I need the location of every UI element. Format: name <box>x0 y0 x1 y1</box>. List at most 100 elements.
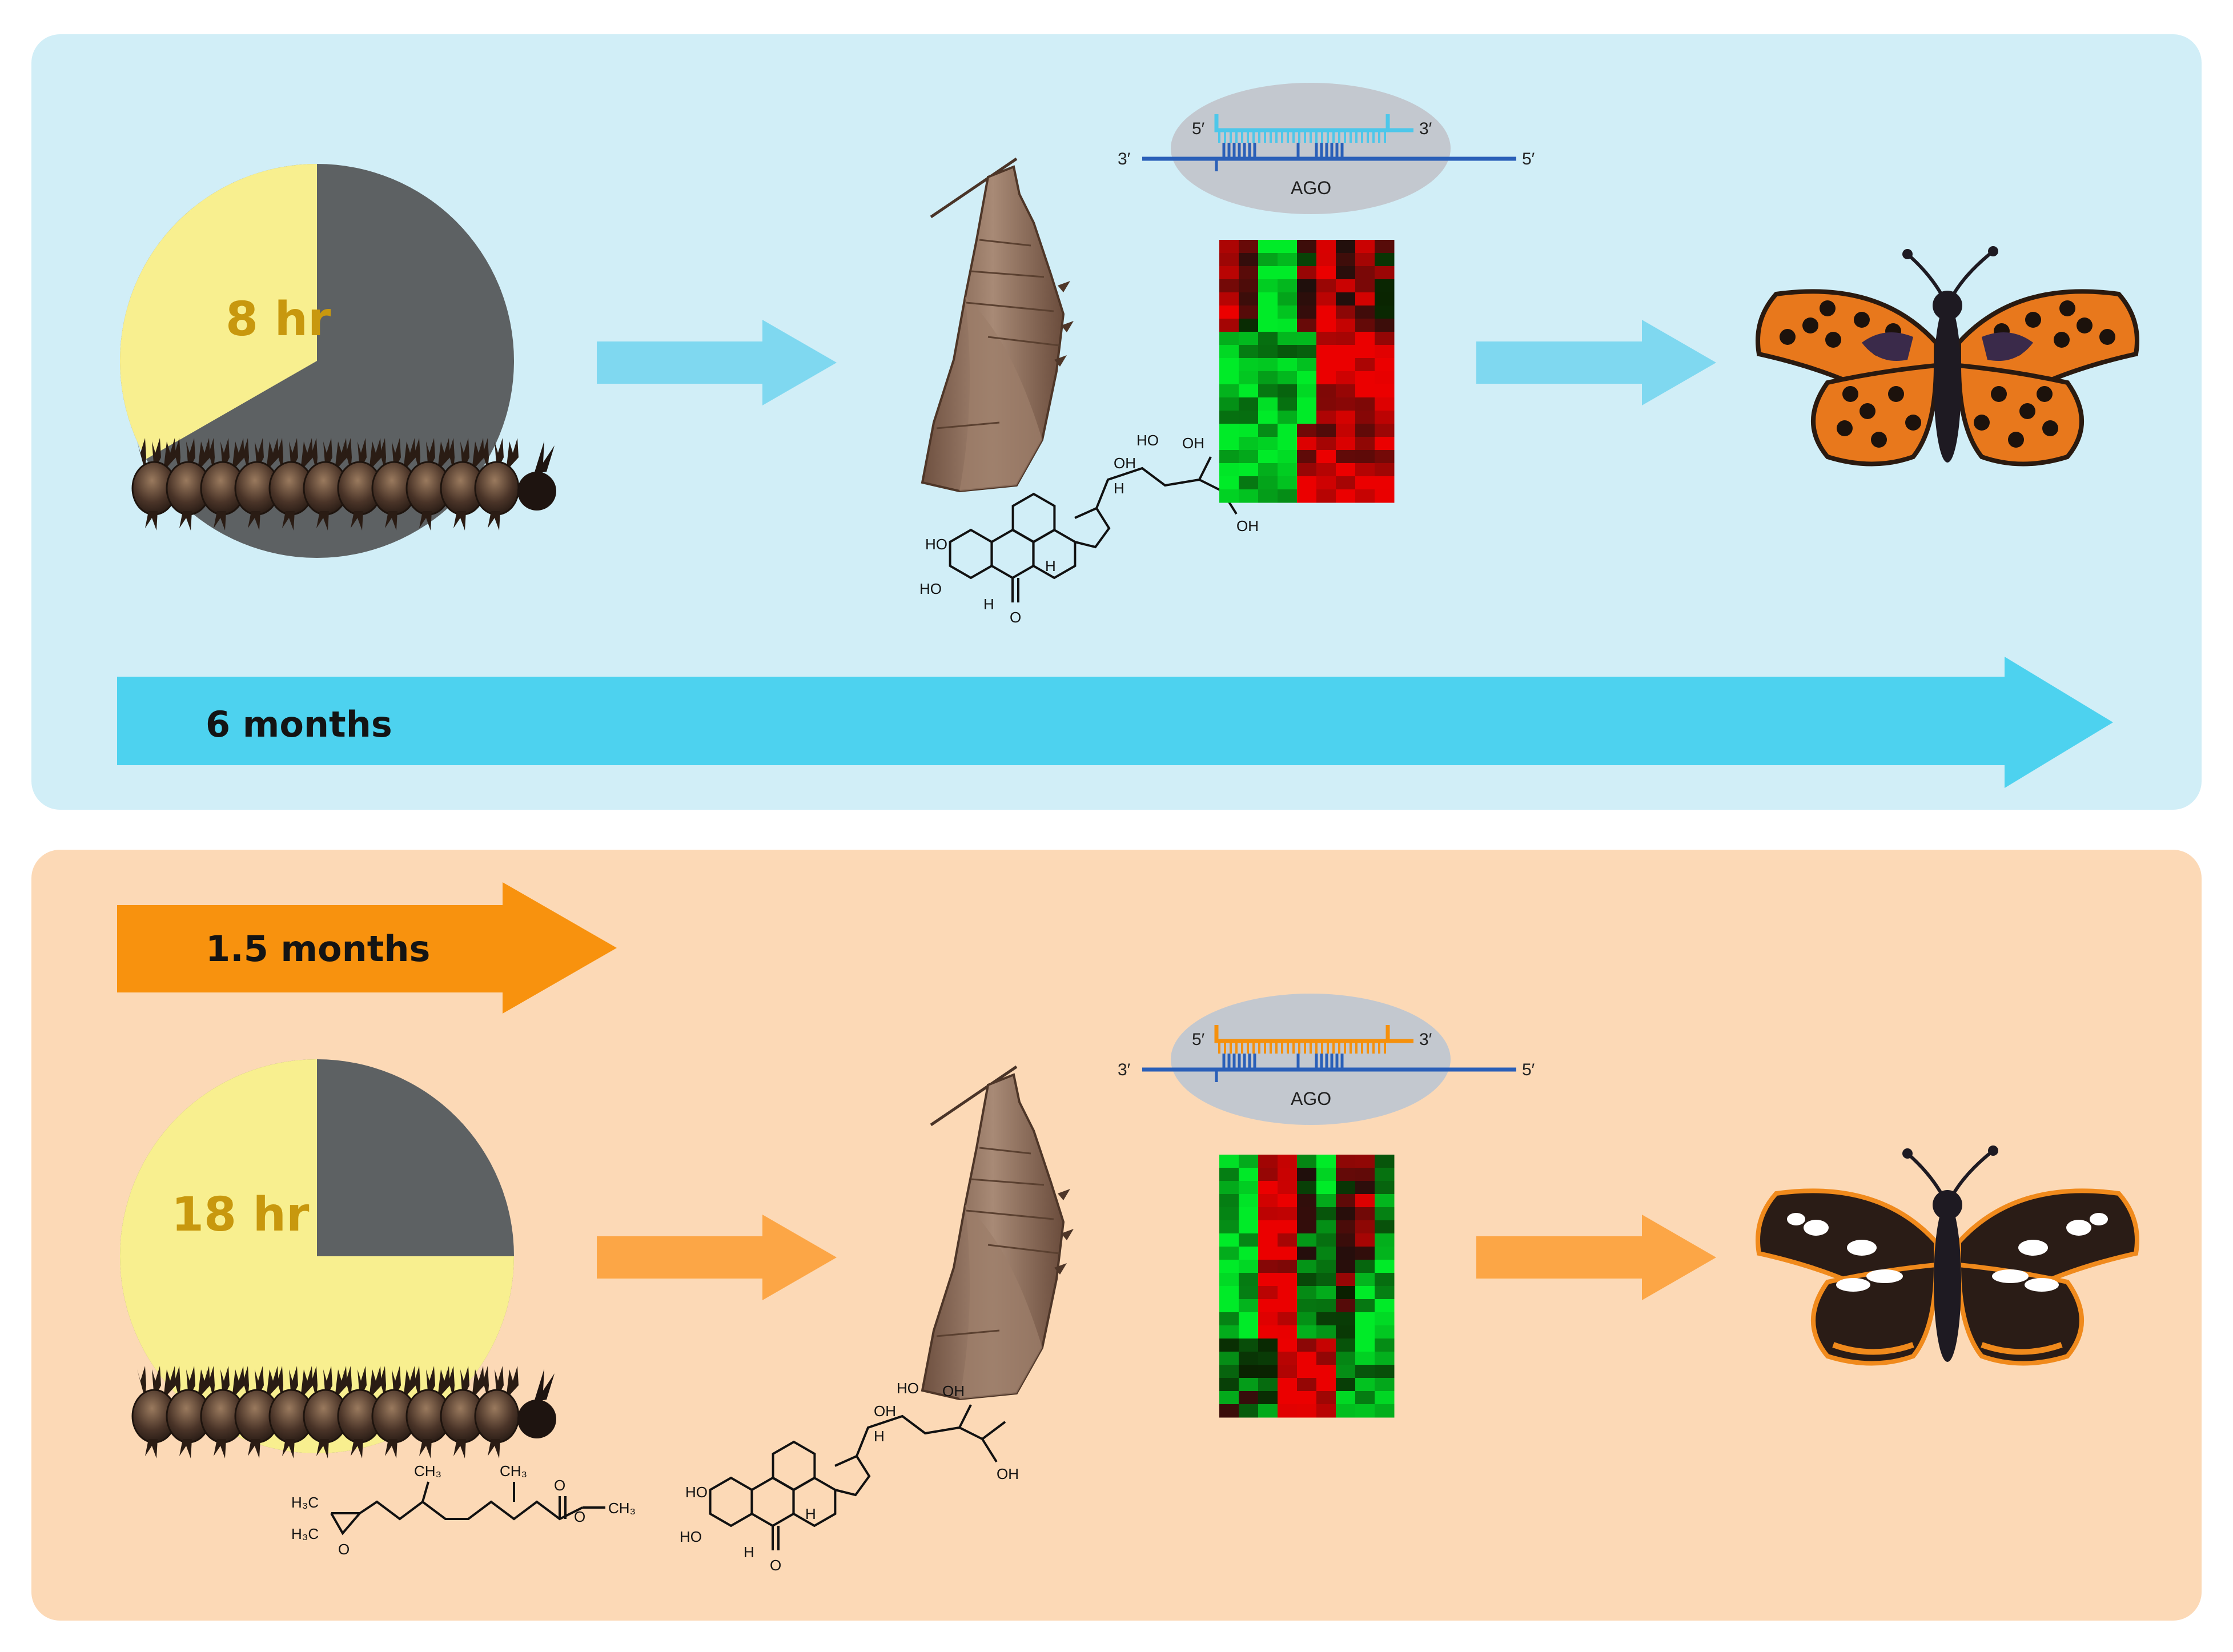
heatmap-cell <box>1316 437 1336 451</box>
pupa-wing-case <box>959 1205 1042 1399</box>
heatmap-cell <box>1297 1207 1317 1221</box>
heatmap-cell <box>1278 1260 1298 1273</box>
target-5p-label: 5′ <box>1522 150 1535 168</box>
heatmap-cell <box>1316 1365 1336 1378</box>
heatmap-cell <box>1219 437 1239 451</box>
butterfly-wing-spot <box>1888 386 1904 402</box>
heatmap-cell <box>1219 411 1239 424</box>
heatmap-cell <box>1258 1207 1278 1221</box>
heatmap-cell <box>1375 1378 1395 1392</box>
heatmap-cell <box>1219 240 1239 254</box>
heatmap-cell <box>1278 384 1298 398</box>
heatmap-cell <box>1375 1181 1395 1195</box>
heatmap-cell <box>1239 1391 1259 1405</box>
heatmap-cell <box>1316 1325 1336 1339</box>
heatmap-cell <box>1239 1194 1259 1208</box>
arrow-right-icon <box>1476 320 1716 405</box>
heatmap-cell <box>1239 1378 1259 1392</box>
butterfly-wing-spot <box>1871 432 1887 448</box>
duration-label: 1.5 months <box>206 928 430 970</box>
heatmap-cell <box>1316 424 1336 437</box>
heatmap-cell <box>1316 1404 1336 1418</box>
heatmap-cell <box>1258 266 1278 280</box>
heatmap-cell <box>1219 358 1239 372</box>
heatmap-cell <box>1278 1312 1298 1326</box>
heatmap-cell <box>1278 424 1298 437</box>
caterpillar-segment <box>474 461 520 516</box>
heatmap-cell <box>1278 1194 1298 1208</box>
heatmap-cell <box>1297 240 1317 254</box>
day-length-label: 8 hr <box>226 292 331 347</box>
atom-label: HO <box>1136 432 1159 449</box>
heatmap-cell <box>1316 345 1336 359</box>
caterpillar-spine <box>240 438 249 471</box>
heatmap-cell <box>1258 450 1278 464</box>
heatmap-cell <box>1355 384 1375 398</box>
pupa-segment-line <box>966 1209 1054 1220</box>
butterfly-wing-band <box>1832 1342 1914 1355</box>
day-length-label: 18 hr <box>171 1188 310 1242</box>
heatmap-cell <box>1316 384 1336 398</box>
butterfly-wing-spot <box>1847 1240 1877 1256</box>
atom-label: H <box>983 596 994 613</box>
heatmap-cell <box>1316 1220 1336 1234</box>
heatmap-cell <box>1355 240 1375 254</box>
caterpillar-spine <box>274 1366 283 1399</box>
arrow-right-icon <box>1476 1215 1716 1300</box>
heatmap-cell <box>1316 1273 1336 1287</box>
photoperiod-pie-top: 8 hr <box>120 164 514 558</box>
heatmap-cell <box>1336 1365 1356 1378</box>
heatmap-cell <box>1219 397 1239 411</box>
butterfly-spring-form <box>1756 246 2139 467</box>
photoperiod-pie-bottom: 18 hr <box>120 1059 514 1453</box>
heatmap-cell <box>1336 1312 1356 1326</box>
butterfly-wing-spot <box>2090 1213 2108 1225</box>
heatmap-cell <box>1355 450 1375 464</box>
heatmap-cell <box>1336 397 1356 411</box>
atom-label: O <box>338 1541 350 1558</box>
atom-label: HO <box>680 1528 702 1545</box>
caterpillar-segment <box>474 1389 520 1444</box>
butterfly-wing-band <box>1862 332 1913 361</box>
heatmap-cell <box>1336 1194 1356 1208</box>
butterfly-wing-spot <box>2018 1240 2048 1256</box>
heatmap-cell <box>1375 1168 1395 1181</box>
heatmap-cell <box>1336 1339 1356 1352</box>
heatmap-cell <box>1219 1194 1239 1208</box>
caterpillar-spine <box>445 438 455 471</box>
ring-bond <box>1074 507 1111 549</box>
heatmap-cell <box>1239 476 1259 490</box>
duration-label: 6 months <box>206 704 392 745</box>
heatmap-cell <box>1336 306 1356 319</box>
caterpillar-spine <box>240 1366 249 1399</box>
heatmap-cell <box>1297 1391 1317 1405</box>
butterfly-wing-spot <box>1992 1269 2029 1283</box>
heatmap-cell <box>1336 266 1356 280</box>
butterfly-antennae <box>1906 1149 1994 1197</box>
target-5p-label: 5′ <box>1522 1060 1535 1079</box>
heatmap-cell <box>1316 489 1336 503</box>
heatmap-cell <box>1278 1378 1298 1392</box>
heatmap-cell <box>1278 1207 1298 1221</box>
caterpillar-spine <box>137 1366 146 1399</box>
heatmap-cell <box>1336 450 1356 464</box>
side-chain-bond <box>1095 456 1246 515</box>
duration-arrow <box>117 657 2113 788</box>
caterpillar-spine <box>316 1439 329 1458</box>
heatmap-cell <box>1297 319 1317 332</box>
heatmap-cell <box>1355 1365 1375 1378</box>
heatmap-cell <box>1239 1155 1259 1168</box>
atom-label: OH <box>997 1465 1019 1482</box>
butterfly-wing-spot <box>1974 415 1990 431</box>
heatmap-cell <box>1375 1339 1395 1352</box>
caterpillar-head <box>517 1400 556 1438</box>
heatmap-cell <box>1278 1286 1298 1300</box>
heatmap-cell <box>1355 1220 1375 1234</box>
caterpillar-spine <box>534 1369 555 1402</box>
caterpillar-spine <box>445 1366 455 1399</box>
heatmap-cell <box>1316 1155 1336 1168</box>
pupa-wing-case <box>959 297 1042 491</box>
butterfly-antenna-tip <box>1988 246 1998 256</box>
